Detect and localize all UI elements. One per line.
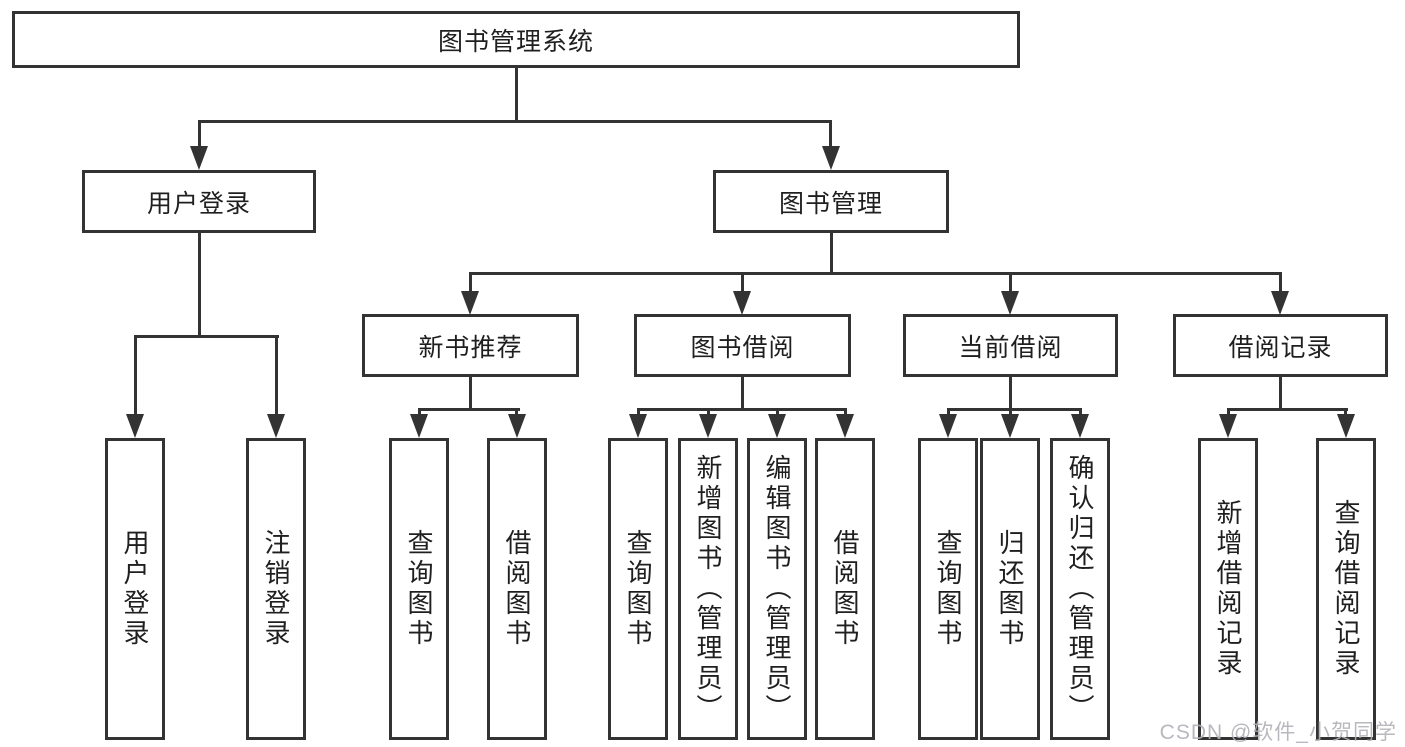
connector-user-login-vertical: [198, 233, 201, 335]
connector-br-horizontal: [1227, 408, 1348, 411]
arrowhead-cb-confirm: [1071, 414, 1089, 438]
connector-root-vertical: [515, 68, 518, 120]
node-nbr-borrow-books-label: 借阅图书: [502, 529, 532, 649]
connector-bb-vertical: [741, 377, 744, 408]
arrowhead-bb-edit: [768, 414, 786, 438]
node-br-add-borrow-record-label: 新增借阅记录: [1213, 499, 1243, 679]
node-br-query-borrow-record: 查询借阅记录: [1316, 438, 1376, 740]
node-nbr-borrow-books: 借阅图书: [487, 438, 547, 740]
arrowhead-borrow-records: [1271, 291, 1289, 315]
connector-stem-nbr-borrow: [515, 408, 518, 414]
arrowhead-new-book: [461, 291, 479, 315]
arrowhead-user-login: [190, 146, 208, 170]
node-nbr-query-books-label: 查询图书: [404, 529, 434, 649]
arrowhead-br-query: [1337, 414, 1355, 438]
connector-stem-bb-query: [637, 408, 640, 414]
node-cb-query-books: 查询图书: [918, 438, 978, 740]
node-cb-confirm-return-admin: 确认归还（管理员）: [1050, 438, 1110, 740]
node-new-book-recommend: 新书推荐: [362, 314, 579, 377]
node-current-borrow: 当前借阅: [903, 314, 1118, 377]
arrowhead-nbr-borrow: [508, 414, 526, 438]
node-cb-return-books: 归还图书: [980, 438, 1040, 740]
node-current-borrow-label: 当前借阅: [958, 333, 1063, 362]
node-bb-edit-books-admin: 编辑图书（管理员）: [747, 438, 807, 740]
connector-stem-current-borrow: [1009, 272, 1012, 291]
connector-stem-bb-borrow: [844, 408, 847, 414]
node-new-book-recommend-label: 新书推荐: [418, 333, 523, 362]
node-cb-confirm-return-admin-label: 确认归还（管理员）: [1065, 454, 1095, 724]
connector-stem-bb-add: [707, 408, 710, 414]
arrowhead-br-add: [1219, 414, 1237, 438]
node-bb-add-books-admin: 新增图书（管理员）: [678, 438, 738, 740]
arrowhead-cb-return: [1001, 414, 1019, 438]
connector-stem-cb-query: [947, 408, 950, 414]
arrowhead-bb-borrow: [836, 414, 854, 438]
connector-stem-borrow-records: [1279, 272, 1282, 291]
arrowhead-login-leaf: [126, 414, 144, 438]
arrowhead-cb-query: [939, 414, 957, 438]
arrowhead-bb-query: [629, 414, 647, 438]
connector-br-vertical: [1279, 377, 1282, 408]
connector-nbr-horizontal: [418, 408, 520, 411]
connector-level1-horizontal: [198, 120, 832, 123]
node-bb-query-books-label: 查询图书: [623, 529, 653, 649]
node-br-add-borrow-record: 新增借阅记录: [1198, 438, 1258, 740]
arrowhead-current-borrow: [1001, 291, 1019, 315]
connector-stem-br-add: [1227, 408, 1230, 414]
node-cb-return-books-label: 归还图书: [995, 529, 1025, 649]
node-user-login: 用户登录: [82, 170, 316, 233]
node-user-login-leaf: 用户登录: [105, 438, 165, 740]
node-nbr-query-books: 查询图书: [389, 438, 449, 740]
connector-cb-vertical: [1009, 377, 1012, 408]
node-user-login-label: 用户登录: [146, 189, 251, 218]
node-bb-borrow-books: 借阅图书: [815, 438, 875, 740]
node-root-label: 图书管理系统: [437, 27, 594, 56]
arrowhead-nbr-query: [410, 414, 428, 438]
connector-stem-cb-return: [1009, 408, 1012, 414]
node-user-login-leaf-label: 用户登录: [120, 529, 150, 649]
node-bb-edit-books-admin-label: 编辑图书（管理员）: [762, 454, 792, 724]
node-bb-add-books-admin-label: 新增图书（管理员）: [693, 454, 723, 724]
node-root: 图书管理系统: [12, 11, 1020, 68]
arrowhead-book-management: [822, 146, 840, 170]
node-bb-query-books: 查询图书: [608, 438, 668, 740]
connector-user-login-horizontal: [134, 335, 279, 338]
node-logout-leaf: 注销登录: [246, 438, 306, 740]
node-bb-borrow-books-label: 借阅图书: [830, 529, 860, 649]
connector-book-management-vertical: [830, 233, 833, 272]
connector-nbr-vertical: [469, 377, 472, 408]
connector-stem-new-book: [469, 272, 472, 291]
node-book-management-label: 图书管理: [778, 189, 883, 218]
node-book-borrow: 图书借阅: [634, 314, 851, 377]
arrowhead-logout-leaf: [267, 414, 285, 438]
node-borrow-records-label: 借阅记录: [1228, 333, 1333, 362]
connector-bb-horizontal: [637, 408, 847, 411]
node-book-borrow-label: 图书借阅: [690, 333, 795, 362]
connector-stem-login-leaf: [134, 335, 137, 414]
node-logout-leaf-label: 注销登录: [261, 529, 291, 649]
connector-cb-horizontal: [947, 408, 1082, 411]
node-br-query-borrow-record-label: 查询借阅记录: [1331, 499, 1361, 679]
connector-level3-horizontal: [469, 272, 1282, 275]
connector-stem-br-query: [1344, 408, 1347, 414]
node-book-management: 图书管理: [713, 170, 949, 233]
connector-stem-user-login: [198, 120, 201, 146]
arrowhead-book-borrow: [733, 291, 751, 315]
connector-stem-book-management: [829, 120, 832, 146]
node-cb-query-books-label: 查询图书: [933, 529, 963, 649]
connector-stem-nbr-query: [418, 408, 421, 414]
node-borrow-records: 借阅记录: [1173, 314, 1388, 377]
csdn-watermark: CSDN @软件_小贺同学: [1159, 721, 1397, 744]
connector-stem-bb-edit: [776, 408, 779, 414]
connector-stem-logout-leaf: [275, 335, 278, 414]
connector-stem-book-borrow: [741, 272, 744, 291]
connector-stem-cb-confirm: [1079, 408, 1082, 414]
arrowhead-bb-add: [699, 414, 717, 438]
